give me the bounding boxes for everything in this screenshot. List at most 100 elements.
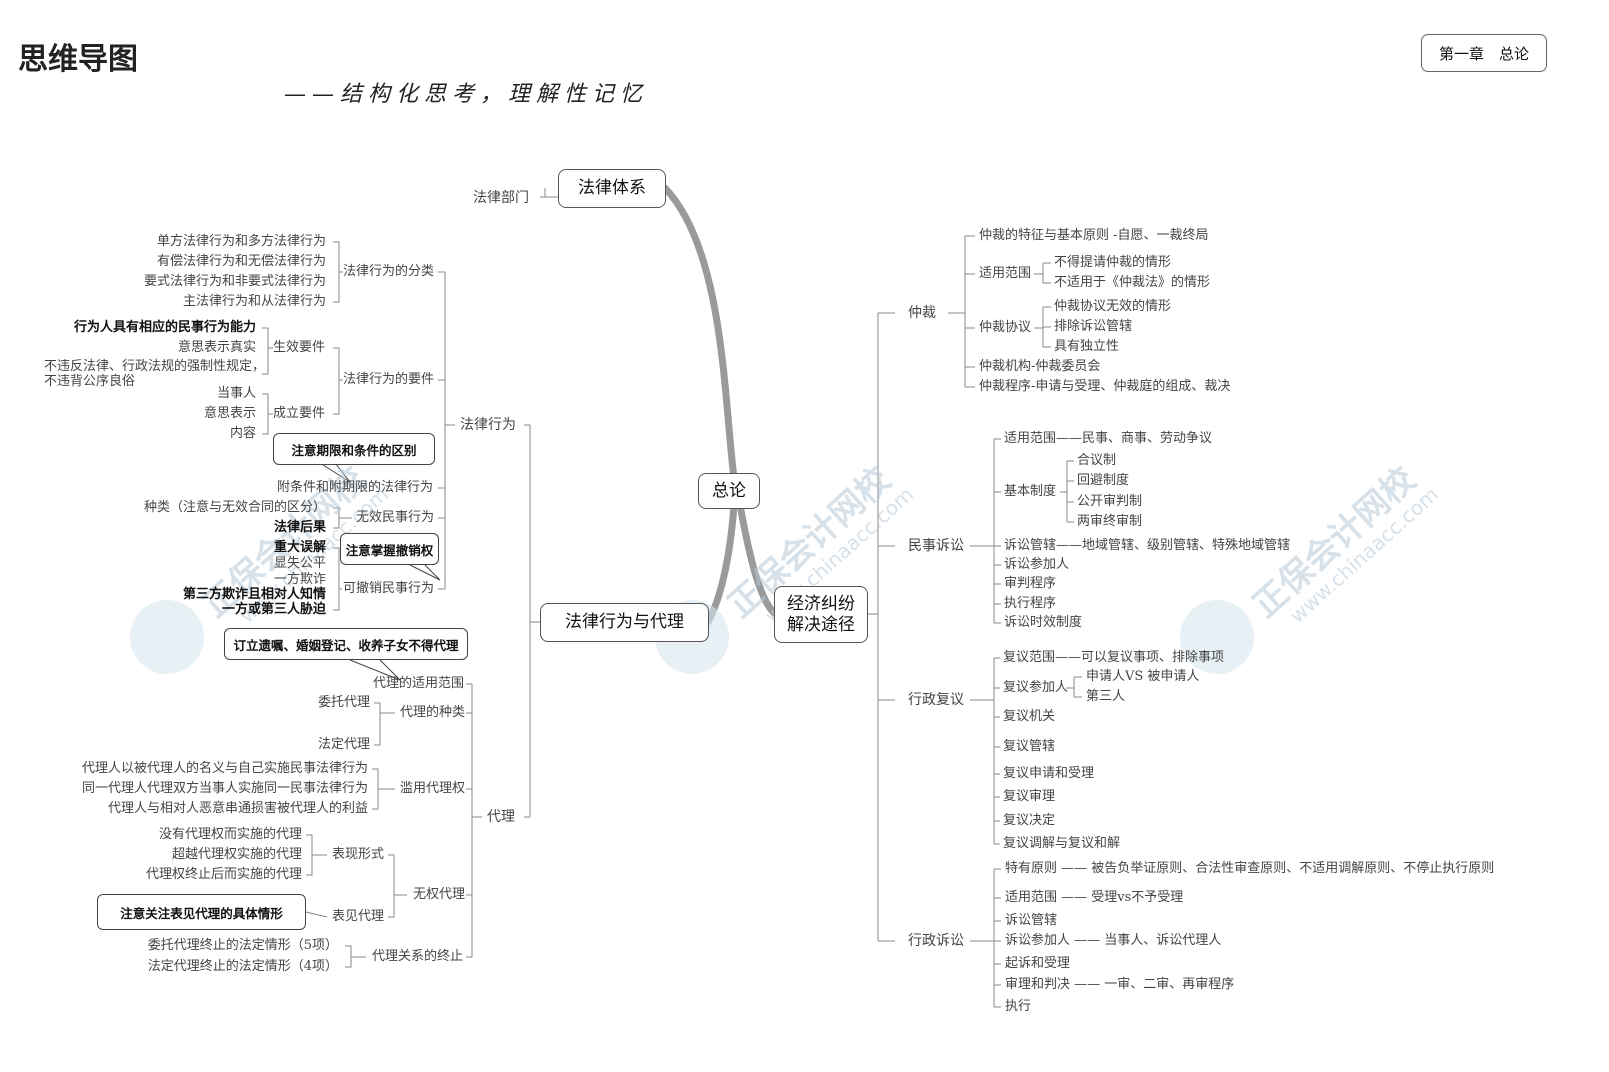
bracket-abuse [372, 768, 395, 810]
node-requirements: 法律行为的要件 [343, 372, 435, 387]
review-item: 复议调解与复议和解 [1003, 836, 1121, 851]
node-conditional: 附条件和附期限的法律行为 [277, 480, 434, 495]
valid-item: 意思表示真实 [177, 340, 256, 355]
note-condition: 注意期限和条件的区别 [273, 433, 435, 465]
revocable-item: 一方欺诈 [273, 572, 326, 587]
node-termination: 代理关系的终止 [372, 949, 464, 964]
bracket-unauthorized [388, 854, 407, 918]
node-agency: 代理 [487, 809, 515, 825]
civil-item: 审判程序 [1004, 576, 1057, 591]
bracket-civil [970, 438, 1001, 624]
watermark-logo-right [1180, 600, 1254, 674]
civil-basic-item: 回避制度 [1077, 473, 1130, 488]
lit-participants: 诉讼参加人 —— 当事人、诉讼代理人 [1005, 933, 1222, 948]
revocable-item: 重大误解 [273, 540, 326, 555]
lit-execution: 执行 [1005, 999, 1032, 1014]
node-dispute-line2: 解决途径 [787, 614, 855, 635]
node-center: 总论 [698, 473, 760, 509]
bracket-review-participants [1066, 676, 1082, 698]
bracket-invalid [333, 507, 352, 529]
bracket-arb-scope [1034, 262, 1051, 284]
review-item: 复议管辖 [1003, 739, 1056, 754]
node-law-system: 法律体系 [558, 169, 666, 208]
branch-to-law-system [661, 184, 738, 482]
classification-item: 主法律行为和从法律行为 [182, 294, 326, 309]
lit-principle: 特有原则 —— 被告负举证原则、合法性审查原则、不适用调解原则、不停止执行原则 [1005, 861, 1495, 876]
node-invalid: 无效民事行为 [356, 510, 435, 525]
bracket-legal-act-agency [524, 424, 540, 818]
node-agency-kinds: 代理的种类 [400, 705, 466, 720]
arb-agreement-item: 具有独立性 [1054, 339, 1120, 354]
lit-trial: 审理和判决 —— 一审、二审、再审程序 [1005, 977, 1235, 992]
civil-basic: 基本制度 [1004, 484, 1057, 499]
civil-basic-item: 两审终审制 [1077, 514, 1143, 529]
civil-item: 诉讼参加人 [1004, 557, 1070, 572]
revocable-item: 一方或第三人胁迫 [221, 602, 326, 617]
valid-item: 不违反法律、行政法规的强制性规定， [44, 359, 266, 374]
node-forms: 表现形式 [332, 847, 385, 862]
pointer-revocable [409, 564, 441, 581]
bracket-requirements [333, 347, 343, 415]
note-apparent: 注意关注表见代理的具体情形 [97, 894, 306, 930]
arb-scope: 适用范围 [979, 266, 1032, 281]
bracket-civil-basic [1060, 460, 1074, 523]
bracket-arbitration [948, 235, 975, 388]
revocable-item: 显失公平 [273, 556, 326, 571]
valid-item: 不违背公序良俗 [44, 374, 136, 389]
revocable-item: 第三方欺诈且相对人知情 [182, 587, 326, 602]
bracket-classification [333, 241, 343, 303]
node-civil: 民事诉讼 [908, 538, 964, 554]
bracket-kinds [374, 702, 395, 746]
arb-institution: 仲裁机构-仲裁委员会 [979, 359, 1101, 374]
node-unauthorized: 无权代理 [413, 887, 466, 902]
formation-item: 内容 [229, 426, 256, 441]
node-dispute-line1: 经济纠纷 [787, 593, 855, 614]
node-law-act-agency: 法律行为与代理 [540, 603, 709, 642]
node-legal-act: 法律行为 [460, 417, 516, 433]
forms-item: 超越代理权实施的代理 [171, 847, 302, 862]
note-revocable: 注意掌握撤销权 [340, 533, 439, 565]
valid-item: 行为人具有相应的民事行为能力 [73, 320, 256, 335]
bracket-arb-agreement [1034, 306, 1051, 348]
bracket-forms [306, 834, 327, 876]
formation-item: 意思表示 [203, 406, 256, 421]
node-admin-review: 行政复议 [908, 692, 964, 708]
classification-item: 单方法律行为和多方法律行为 [156, 234, 326, 249]
node-law-dept: 法律部门 [473, 190, 529, 206]
arb-agreement-item: 排除诉讼管辖 [1054, 319, 1133, 334]
lit-filing: 起诉和受理 [1005, 956, 1071, 971]
review-participant-item: 申请人VS 被申请人 [1086, 669, 1200, 684]
abuse-item: 同一代理人代理双方当事人实施同一民事法律行为 [81, 781, 368, 796]
bracket-revocable [333, 547, 342, 611]
kinds-item: 委托代理 [317, 695, 370, 710]
bracket-formation [262, 393, 273, 435]
pointer-scope [349, 659, 401, 681]
line-apparent [305, 911, 328, 918]
review-item: 复议机关 [1003, 709, 1056, 724]
node-arbitration: 仲裁 [908, 305, 936, 321]
invalid-consequence: 法律后果 [273, 520, 326, 535]
page-title: 思维导图 [18, 42, 138, 77]
chapter-badge: 第一章 总论 [1421, 34, 1547, 72]
bracket-legal-act [438, 271, 455, 590]
lit-scope: 适用范围 —— 受理vs不予受理 [1005, 890, 1184, 905]
forms-item: 代理权终止后而实施的代理 [145, 867, 302, 882]
civil-jurisdiction: 诉讼管辖——地域管辖、级别管辖、特殊地域管辖 [1004, 538, 1291, 553]
watermark-logo-left [130, 600, 204, 674]
civil-scope: 适用范围——民事、商事、劳动争议 [1004, 431, 1213, 446]
invalid-types: 种类（注意与无效合同的区分） [143, 500, 326, 515]
bracket-admin-lit [970, 868, 1001, 1008]
bracket-agency [466, 683, 482, 958]
pointer-condition [319, 462, 351, 483]
branch-to-dispute [736, 501, 779, 618]
node-admin-lit: 行政诉讼 [908, 933, 964, 949]
civil-basic-item: 合议制 [1077, 453, 1117, 468]
civil-item: 诉讼时效制度 [1004, 615, 1083, 630]
forms-item: 没有代理权而实施的代理 [158, 827, 302, 842]
node-valid-req: 生效要件 [273, 340, 326, 355]
page-subtitle: ——结构化思考，理解性记忆 [284, 82, 649, 107]
bracket-termination [345, 945, 366, 968]
termination-item: 法定代理终止的法定情形（4项） [147, 959, 338, 974]
node-abuse: 滥用代理权 [400, 781, 466, 796]
